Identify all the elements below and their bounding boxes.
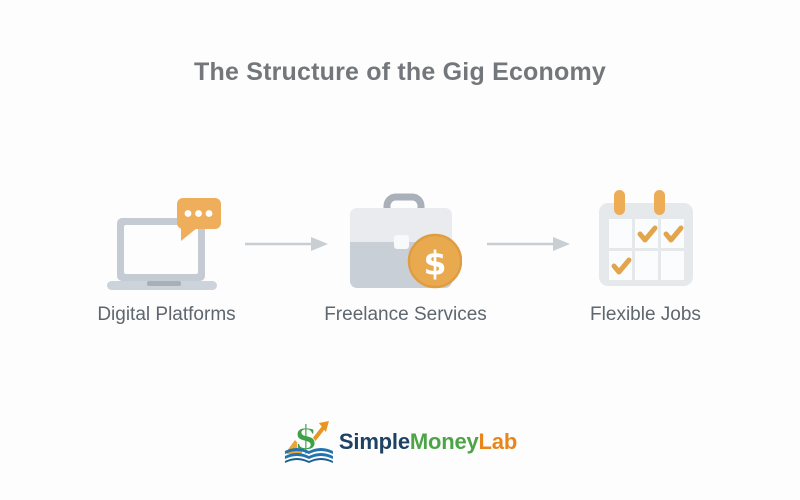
svg-text:$: $ [423, 244, 446, 283]
step-flexible-jobs: Flexible Jobs [543, 178, 748, 326]
brand-word-money: Money [409, 429, 479, 454]
briefcase-dollar-icon: $ [349, 178, 462, 290]
step-label-freelance-services: Freelance Services [324, 304, 487, 325]
step-label-flexible-jobs: Flexible Jobs [590, 304, 701, 325]
step-freelance-services: $ Freelance Services [303, 178, 508, 326]
laptop-chat-icon [106, 178, 227, 290]
step-digital-platforms: Digital Platforms [64, 178, 269, 326]
brand-logo-icon: $ [284, 418, 333, 463]
brand-wordmark: SimpleMoneyLab [339, 429, 517, 455]
step-label-digital-platforms: Digital Platforms [97, 304, 236, 325]
calendar-checks-icon [598, 178, 693, 290]
brand-word-lab: Lab [478, 429, 518, 454]
brand-word-simple: Simple [338, 429, 410, 454]
arrow-right-icon [487, 237, 570, 251]
brand-logo: $ SimpleMoneyLab [283, 416, 517, 468]
page-title: The Structure of the Gig Economy [194, 58, 606, 86]
arrow-right-icon [245, 237, 328, 251]
